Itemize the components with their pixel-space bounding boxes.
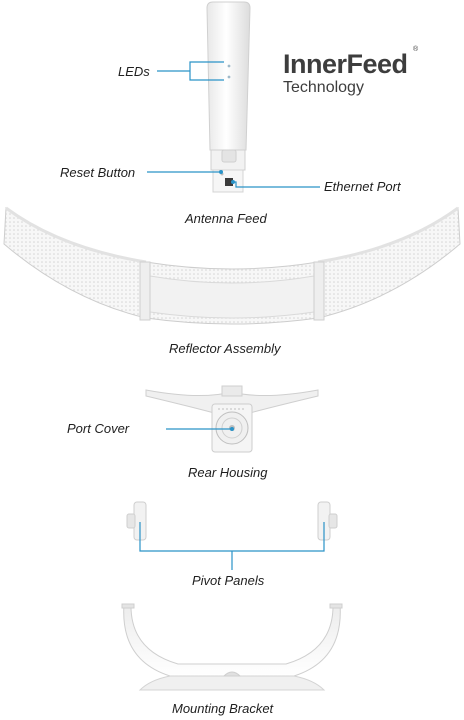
registered-mark: ®	[413, 45, 419, 53]
pivot-panels-callout	[139, 522, 325, 570]
brand-subtitle: Technology	[283, 79, 364, 96]
pivot-panel-left	[126, 501, 147, 541]
port-cover-callout: Port Cover	[67, 421, 234, 436]
brand-name: InnerFeed	[283, 49, 408, 79]
pivot-panels-label: Pivot Panels	[192, 573, 265, 588]
mounting-bracket	[121, 603, 343, 691]
rear-housing	[145, 385, 319, 453]
reset-button-label: Reset Button	[60, 165, 135, 180]
antenna-feed-label: Antenna Feed	[184, 211, 267, 226]
led-icon	[227, 64, 231, 68]
leds-callout: LEDs	[118, 61, 224, 81]
reset-button-callout: Reset Button	[60, 165, 223, 180]
pivot-panel-right	[317, 501, 338, 541]
port-cover-label: Port Cover	[67, 421, 130, 436]
mounting-bracket-label: Mounting Bracket	[172, 701, 275, 716]
ethernet-port-icon	[225, 178, 233, 186]
ethernet-port-callout: Ethernet Port	[231, 179, 402, 194]
ethernet-port-label: Ethernet Port	[324, 179, 402, 194]
antenna-feed	[206, 1, 251, 193]
rear-housing-label: Rear Housing	[188, 465, 268, 480]
pivot-panels	[126, 501, 338, 541]
reflector-assembly	[3, 206, 461, 325]
led-icon	[227, 75, 231, 79]
leds-label: LEDs	[118, 64, 150, 79]
innerfeed-logo: InnerFeed ® Technology	[283, 45, 419, 96]
reflector-assembly-label: Reflector Assembly	[169, 341, 282, 356]
